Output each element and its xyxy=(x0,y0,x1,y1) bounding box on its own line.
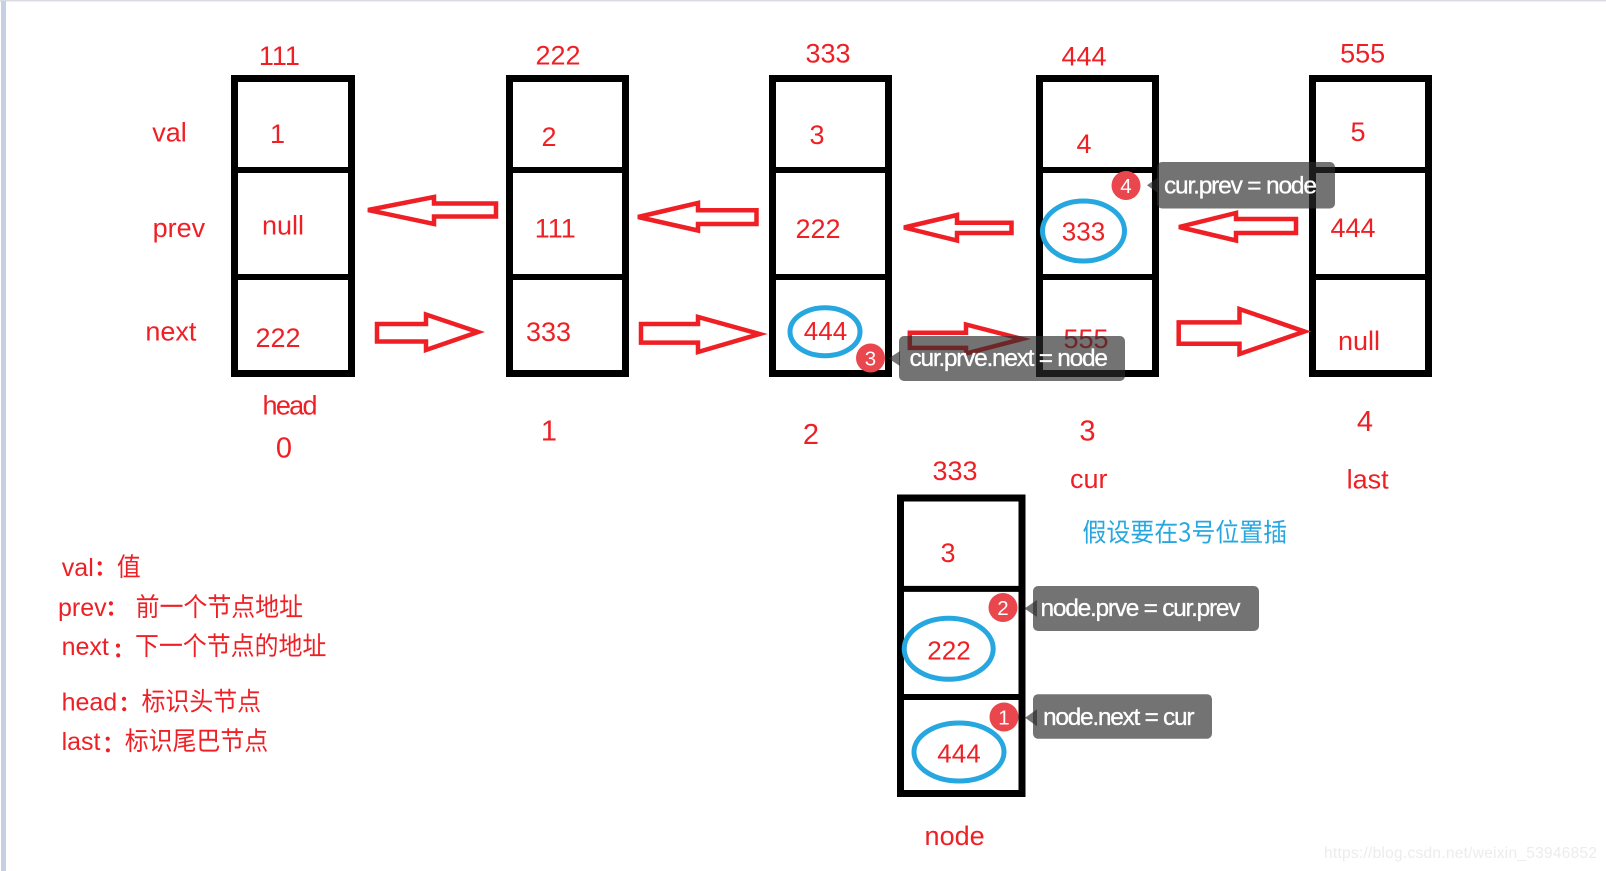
svg-text:111: 111 xyxy=(259,41,300,71)
svg-text:cur.prev = node: cur.prev = node xyxy=(1164,173,1317,200)
svg-text:null: null xyxy=(262,211,304,241)
svg-text:333: 333 xyxy=(1062,217,1105,247)
svg-text:2: 2 xyxy=(803,419,819,451)
svg-text:4: 4 xyxy=(1120,175,1131,198)
svg-text:444: 444 xyxy=(804,316,847,346)
svg-text:prev: prev xyxy=(58,594,107,622)
svg-text:cur.prve.next = node: cur.prve.next = node xyxy=(910,345,1109,372)
svg-text:https://blog.csdn.net/weixin_5: https://blog.csdn.net/weixin_53946852 xyxy=(1324,845,1597,862)
svg-text:444: 444 xyxy=(1330,213,1375,243)
svg-text:last: last xyxy=(62,728,101,756)
svg-text:next: next xyxy=(145,316,197,346)
svg-text:111: 111 xyxy=(535,213,576,243)
svg-text:1: 1 xyxy=(998,706,1009,729)
svg-text:4: 4 xyxy=(1076,129,1091,159)
svg-text:3: 3 xyxy=(940,538,955,568)
svg-text:1: 1 xyxy=(541,416,557,448)
svg-text:prev: prev xyxy=(153,213,206,243)
svg-text:222: 222 xyxy=(927,636,970,666)
svg-text:222: 222 xyxy=(535,41,580,71)
svg-text:4: 4 xyxy=(1357,406,1373,438)
svg-text:3: 3 xyxy=(865,347,876,370)
svg-text:node: node xyxy=(925,821,985,851)
svg-text:2: 2 xyxy=(997,597,1008,620)
svg-text:node.prve = cur.prev: node.prve = cur.prev xyxy=(1041,595,1242,622)
svg-text:333: 333 xyxy=(526,317,571,347)
svg-text:444: 444 xyxy=(937,739,980,769)
svg-text:last: last xyxy=(1347,465,1390,495)
svg-text:cur: cur xyxy=(1070,464,1108,494)
svg-text:333: 333 xyxy=(932,456,977,486)
svg-text:val: val xyxy=(152,118,187,148)
svg-text:5: 5 xyxy=(1350,117,1365,147)
svg-text:null: null xyxy=(1338,326,1380,356)
svg-text:1: 1 xyxy=(270,119,285,149)
svg-text:val: val xyxy=(62,554,94,582)
svg-text:444: 444 xyxy=(1061,42,1106,72)
svg-text:node.next = cur: node.next = cur xyxy=(1043,704,1195,731)
svg-text:2: 2 xyxy=(541,122,556,152)
svg-text:222: 222 xyxy=(795,214,840,244)
svg-text:333: 333 xyxy=(805,39,850,69)
svg-text:next: next xyxy=(62,633,109,661)
svg-text:3: 3 xyxy=(809,120,824,150)
svg-text:head: head xyxy=(263,390,318,420)
svg-text:0: 0 xyxy=(276,433,292,465)
svg-text:555: 555 xyxy=(1340,39,1385,69)
svg-text:222: 222 xyxy=(255,323,300,353)
svg-text:3: 3 xyxy=(1079,416,1095,448)
svg-text:head: head xyxy=(62,689,118,717)
